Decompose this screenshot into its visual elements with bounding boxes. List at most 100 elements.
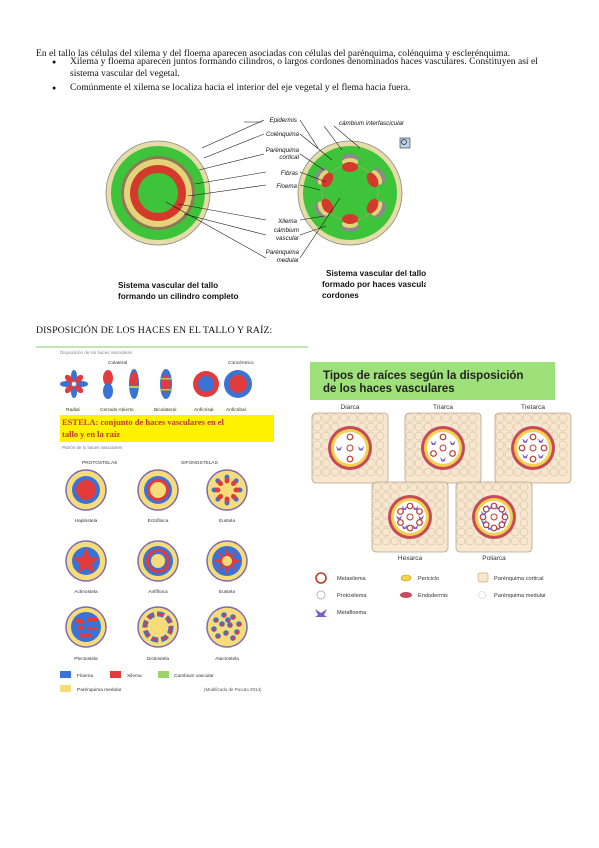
type-cerrado-abierto: Cerrado Abierto	[100, 407, 134, 413]
legend-endodermis: Endodermis	[418, 593, 448, 599]
legend-parenquima-cortical: Parénquima cortical	[494, 576, 543, 582]
label-hexarca: Hexarca	[398, 555, 423, 562]
stele-bundle	[230, 478, 239, 487]
root-section	[371, 481, 449, 553]
legend-periciclo: Periciclo	[418, 576, 439, 582]
root-section	[311, 412, 389, 484]
caption-left-line1: Sistema vascular del tallo	[118, 281, 218, 290]
fig2-top-caption: Disposición de los haces vasculares	[60, 350, 133, 355]
label-parenquima-cortical: Parénquima	[266, 147, 300, 154]
anficribal-bundle	[224, 370, 252, 398]
label-anfifloica: Anfifloica	[148, 589, 168, 595]
fig3-title-line2: de los haces vasculares	[323, 383, 455, 395]
label-sifonostelas: SIFONOSTELAS	[181, 460, 218, 466]
plectostela	[65, 606, 107, 648]
root-section	[494, 412, 572, 484]
stele-bundle	[225, 617, 231, 623]
fig3-title-line1: Tipos de raíces según la disposición	[323, 370, 523, 382]
legend-metaxilema: Metaxilema	[337, 576, 366, 582]
root-types-figure: Tipos de raíces según la disposición de …	[310, 362, 572, 617]
vascular-bundle	[341, 154, 359, 172]
label-protostelas: PROTOSTELAS	[82, 460, 117, 466]
stele-bundle	[227, 622, 233, 628]
atactostela	[206, 606, 248, 648]
label-ectofloica: Ectofloica	[148, 518, 169, 524]
stele-bundle	[211, 487, 221, 493]
actinostela	[65, 540, 107, 582]
type-anficribal: Anficribal	[226, 407, 246, 413]
label-floema: Floema	[276, 183, 297, 190]
fig2-credit: (Modificado de Pucuto 2014)	[204, 687, 262, 692]
root-section	[455, 481, 533, 553]
label-colateral: Colateral	[108, 360, 127, 366]
legend-floema: Floema	[77, 673, 93, 679]
bundle-types	[60, 369, 252, 399]
caption-right-line2: formado por haces vasculares en	[322, 280, 426, 289]
stele-bundle	[230, 614, 236, 620]
vascular-bundle	[314, 198, 334, 219]
vascular-bundle	[366, 198, 386, 219]
vascular-bundle	[366, 167, 386, 188]
radial-bundle	[60, 370, 88, 398]
label-cambium: cámbium	[274, 227, 299, 234]
label-xilema: Xilema	[277, 218, 297, 225]
stele-bundle	[234, 629, 240, 635]
label-tretarca: Tretarca	[521, 404, 545, 411]
stem-bundles-diagram	[297, 140, 403, 246]
dictiostela	[137, 606, 179, 648]
haplostela	[65, 469, 107, 511]
stele-bundle	[213, 617, 219, 623]
label-eustela-1: Eustela	[219, 518, 235, 524]
legend-parenquima: Parénquima medular	[77, 687, 122, 693]
stele-bundle	[223, 630, 229, 636]
section-heading: DISPOSICIÓN DE LOS HACES EN EL TALLO Y R…	[36, 325, 273, 336]
stele-bundle	[236, 621, 242, 627]
bullet-item: Xilema y floema aparecen juntos formando…	[36, 56, 566, 80]
stele-bundle	[224, 496, 230, 506]
label-parenquima-cortical-2: cortical	[279, 154, 299, 161]
legend-xilema: Xilema	[127, 673, 142, 679]
stele-legend: Floema Xilema Cambium vascular Parénquim…	[60, 671, 262, 693]
stele-bundle	[215, 493, 224, 502]
label-epidermis: Epidermis	[269, 117, 297, 124]
label-diarca: Diarca	[341, 404, 360, 411]
type-bicolateral: Bicolateral	[154, 407, 176, 413]
label-atactostela: Atactostela	[215, 656, 239, 662]
label-poliarca: Poliarca	[482, 555, 506, 562]
stele-bundle	[211, 626, 217, 632]
closed-open-bundle-2	[129, 369, 139, 399]
vascular-bundle	[341, 214, 359, 232]
root-legend: Metaxilema Periciclo Parénquima cortical…	[315, 572, 546, 617]
label-plectostela: Plectostela	[74, 656, 98, 662]
stele-bundle	[224, 474, 230, 484]
label-haplostela: Haplostela	[75, 518, 98, 524]
caption-right-line3: cordones	[322, 291, 359, 300]
legend-protoxilema: Protoxilema	[337, 593, 367, 599]
stele-bundle	[221, 612, 227, 618]
label-eustela-2: Eustela	[219, 589, 235, 595]
vascular-bundle	[314, 167, 334, 188]
ectofloica	[137, 469, 179, 511]
bullet-item: Comúnmente el xilema se localiza hacia e…	[36, 82, 566, 94]
caption-right-line1: Sistema vascular del tallo	[326, 269, 426, 278]
bicolateral-bundle	[160, 369, 172, 399]
stem-cylinder-diagram	[105, 140, 211, 246]
stele-bundle	[219, 621, 225, 627]
anfifloica	[137, 540, 179, 582]
type-anficrisal: Anficrisal	[194, 407, 213, 413]
stele-types-figure: Disposición de los haces vasculares Cola…	[36, 346, 308, 693]
stem-vascular-figure: Epidermis Colénquima Parénquima cortical…	[105, 117, 426, 301]
stele-bundle	[215, 633, 221, 639]
bullet-list: Xilema y floema aparecen juntos formando…	[36, 56, 566, 96]
label-dictiostela: Dictiostela	[147, 656, 169, 662]
label-actinostela: Actinostela	[74, 589, 98, 595]
label-colenquima: Colénquima	[266, 131, 300, 138]
legend-cambium: Cambium vascular	[174, 673, 214, 679]
eustela-1	[206, 469, 248, 511]
legend-parenquima-medular: Parénquima medular	[494, 593, 546, 599]
patron-caption: Patrón de lo haces vasculares	[62, 445, 123, 450]
label-fibras: Fibras	[281, 170, 298, 177]
metafloema-icon	[315, 609, 327, 617]
caption-left-line2: formando un cilindro completo	[118, 292, 239, 301]
closed-open-bundle	[103, 370, 113, 399]
